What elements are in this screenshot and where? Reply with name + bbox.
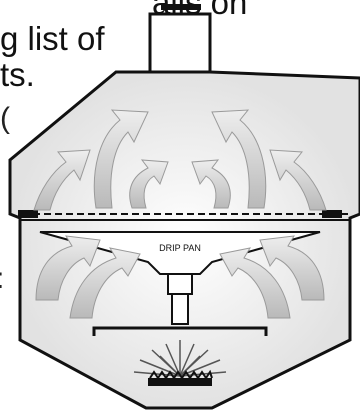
arrow-right-outer bbox=[269, 149, 327, 211]
arrow-left-outer bbox=[33, 149, 91, 211]
paragraph-text-fragment-3: ts. bbox=[0, 56, 35, 93]
arrow-center-right bbox=[191, 159, 231, 209]
edge-text-fragment-1: ( bbox=[0, 102, 10, 135]
arrow-lower-left-inner bbox=[69, 247, 141, 319]
airflow-arrows-upper bbox=[33, 109, 327, 211]
drip-pan: DRIP PAN bbox=[39, 231, 321, 275]
chimney bbox=[148, 4, 212, 74]
arrow-lower-right bbox=[259, 235, 325, 301]
grate-bracket bbox=[92, 326, 268, 336]
drip-pan-label: DRIP PAN bbox=[159, 243, 201, 253]
arrow-center-left bbox=[129, 159, 169, 209]
paragraph-text-fragment-2: g list of bbox=[0, 20, 105, 57]
arrow-lower-left bbox=[35, 235, 101, 301]
burner-flame bbox=[133, 340, 227, 377]
arrow-right-inner bbox=[211, 109, 267, 209]
airflow-arrows-lower bbox=[35, 235, 325, 319]
drip-pan-spout bbox=[167, 273, 193, 325]
lid-seam bbox=[18, 210, 350, 221]
edge-text-fragment-2: : bbox=[0, 264, 4, 294]
burner bbox=[148, 369, 213, 386]
arrow-left-inner bbox=[93, 109, 149, 209]
arrow-lower-right-inner bbox=[219, 247, 291, 319]
